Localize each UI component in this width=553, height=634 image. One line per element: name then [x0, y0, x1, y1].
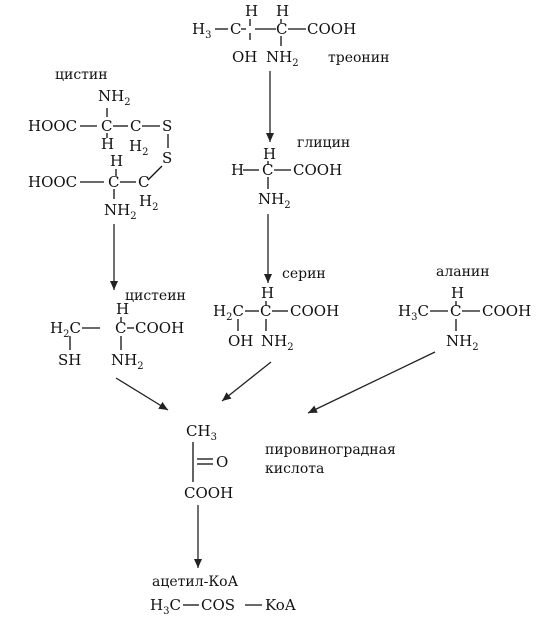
cystine-h2-bottom: H2	[139, 192, 158, 213]
threonine-c1: C	[230, 20, 241, 38]
acetyl-coa-cos: COS	[201, 596, 235, 614]
cysteine-nh2: NH2	[111, 351, 144, 372]
serine-structure: серин H H2C C COOH OH NH2	[213, 266, 339, 353]
arrow-cysteine-to-pyruvate	[115, 377, 169, 411]
pyruvic-acid-structure: CH3 O COOH пировиноградная кислота	[184, 422, 396, 502]
threonine-label: треонин	[328, 50, 389, 66]
cysteine-h1: H	[116, 300, 129, 318]
serine-oh: OH	[228, 332, 253, 350]
glycine-structure: глицин H H C COOH NH2	[231, 135, 350, 211]
cystine-label: цистин	[55, 67, 108, 83]
glycine-h-left: H	[231, 161, 244, 179]
alanine-h: H	[451, 284, 464, 302]
threonine-structure: H3 C H C C H COOH OH NH2 треонин	[192, 2, 389, 69]
cystine-s1: S	[162, 117, 172, 135]
pyruvate-cooh: COOH	[184, 484, 233, 502]
serine-h2c: H2C	[213, 302, 244, 323]
alanine-label: аланин	[436, 264, 490, 280]
alanine-nh2: NH2	[446, 332, 479, 353]
serine-nh2: NH2	[261, 332, 294, 353]
glycine-nh2: NH2	[258, 190, 291, 211]
cystine-c3: C	[108, 173, 119, 191]
cystine-hooc-top: HOOC	[28, 117, 77, 135]
acetyl-coa-structure: ацетил-КоА H3C COS KoA	[150, 574, 296, 617]
cysteine-h2c: H2C	[50, 319, 81, 340]
cystine-h1: H	[101, 135, 114, 153]
cystine-nh2-top: NH2	[98, 87, 131, 108]
glycine-c: C	[262, 161, 273, 179]
cystine-c1: C	[101, 117, 112, 135]
cystine-h3: H	[110, 152, 123, 170]
cysteine-sh: SH	[58, 351, 81, 369]
threonine-nh2: NH2	[266, 48, 299, 69]
cysteine-cooh: COOH	[135, 319, 184, 337]
serine-c: C	[260, 302, 271, 320]
threonine-oh: OH	[232, 48, 257, 66]
pyruvic-acid-label-line1: пировиноградная	[265, 442, 396, 458]
cystine-structure: цистин NH2 HOOC C C H H2 S S H HOOC C C …	[28, 67, 172, 222]
threonine-cooh: COOH	[307, 20, 356, 38]
glycine-h-top: H	[263, 145, 276, 163]
arrow-alanine-to-pyruvate	[307, 351, 436, 414]
threonine-h1: H	[245, 2, 258, 20]
acetyl-coa-h3c: H3C	[150, 596, 181, 617]
pyruvate-oxygen: O	[216, 453, 228, 471]
alanine-structure: аланин H H3C C COOH NH2	[398, 264, 531, 353]
acetyl-coa-koa: KoA	[265, 596, 296, 614]
pyruvic-acid-label-line2: кислота	[265, 461, 324, 477]
glycine-cooh: COOH	[293, 161, 342, 179]
threonine-h3c: H3	[192, 20, 211, 41]
alanine-h3c: H3C	[398, 302, 429, 323]
threonine-h2: H	[276, 2, 289, 20]
cysteine-c2: C	[115, 319, 126, 337]
cystine-h2-top: H2	[129, 137, 148, 158]
cystine-s2: S	[162, 149, 172, 167]
serine-label: серин	[282, 266, 326, 282]
acetyl-coa-label: ацетил-КоА	[152, 574, 239, 590]
cystine-hooc-bottom: HOOC	[28, 173, 77, 191]
alanine-c: C	[450, 302, 461, 320]
cystine-c4: C	[138, 173, 149, 191]
pyruvate-ch3: CH3	[186, 422, 217, 443]
glycine-label: глицин	[297, 135, 350, 151]
serine-cooh: COOH	[290, 302, 339, 320]
cystine-nh2-bottom: NH2	[104, 201, 137, 222]
serine-h: H	[261, 284, 274, 302]
cysteine-label: цистеин	[125, 288, 186, 304]
threonine-c3: C	[276, 20, 287, 38]
arrow-serine-to-pyruvate	[221, 361, 272, 402]
alanine-cooh: COOH	[482, 302, 531, 320]
cystine-c2: C	[130, 117, 141, 135]
cysteine-structure: цистеин H H2C C C COOH SH NH2	[50, 288, 186, 372]
